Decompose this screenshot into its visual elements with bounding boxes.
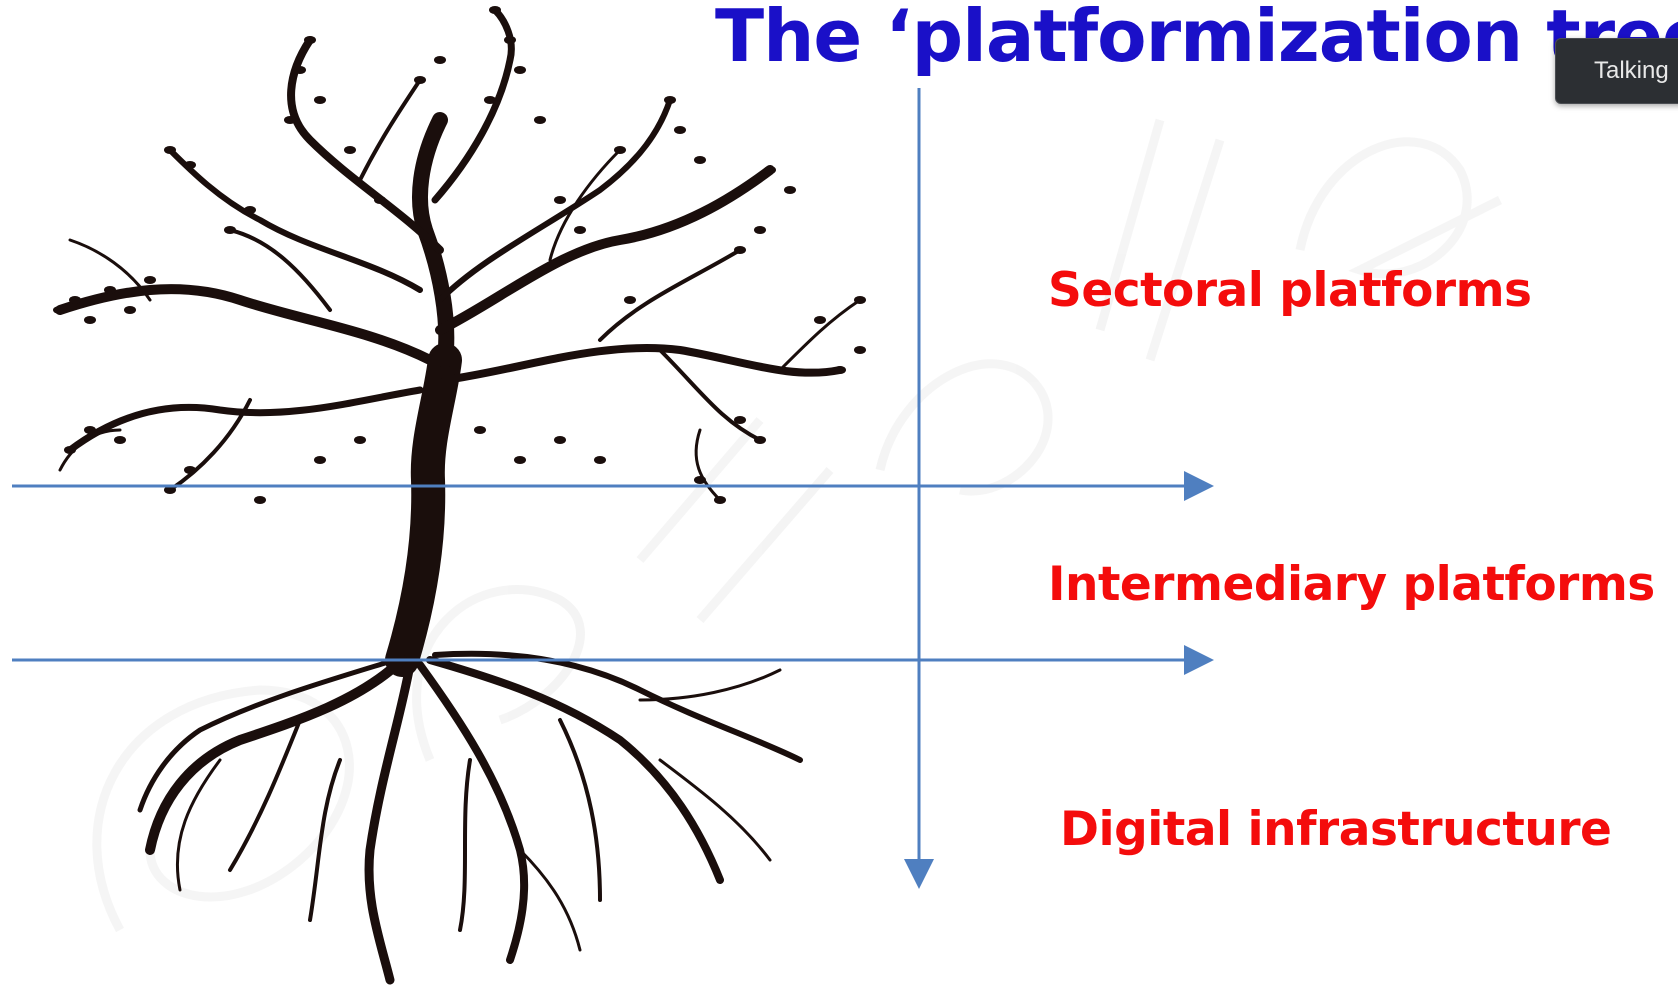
label-digital-infrastructure: Digital infrastructure [1060, 802, 1612, 857]
talking-indicator-tooltip[interactable]: Talking [1555, 38, 1678, 104]
tooltip-text: Talking [1594, 57, 1669, 84]
label-intermediary-platforms: Intermediary platforms [1048, 557, 1655, 612]
label-sectoral-platforms: Sectoral platforms [1048, 263, 1532, 318]
slide-title: The ‘platformization tree’ [715, 0, 1678, 78]
